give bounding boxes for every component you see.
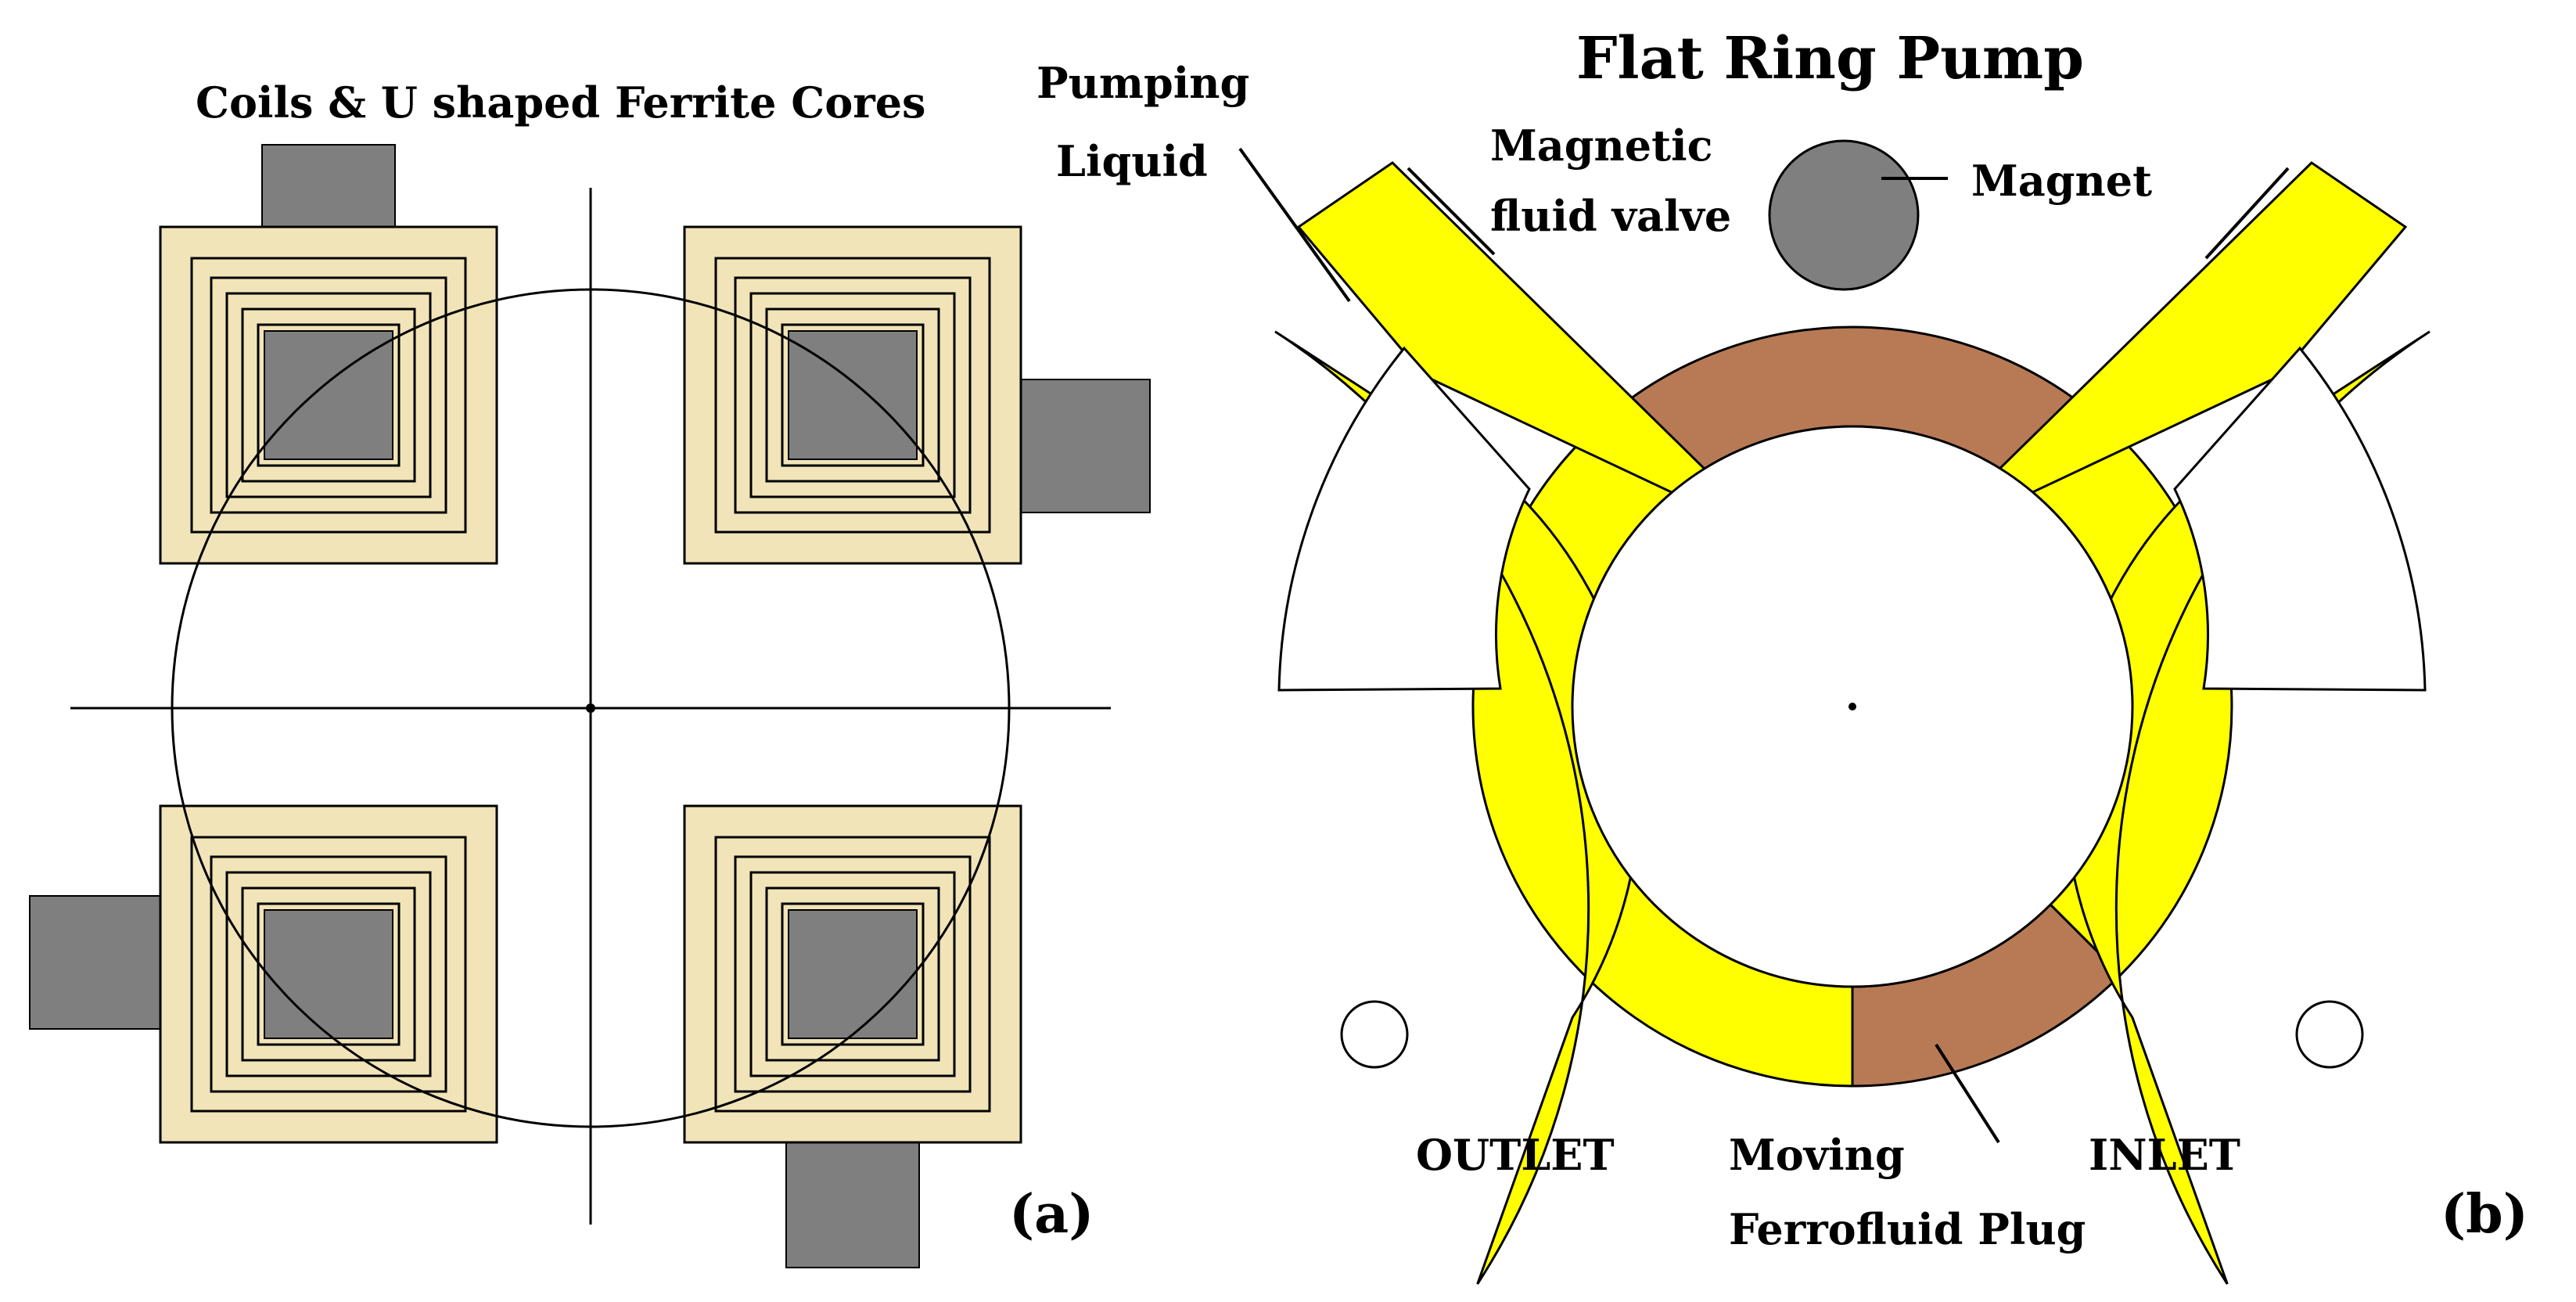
- coil-winding: [734, 276, 972, 514]
- plug-label-line1: Moving: [1729, 1130, 1905, 1180]
- panel-b-title: Flat Ring Pump: [1576, 25, 2084, 92]
- center-point: [586, 703, 595, 713]
- pumping-liquid-leader: [1238, 147, 1351, 303]
- coil-winding: [225, 871, 432, 1077]
- coil-winding: [714, 257, 991, 534]
- coil-winding: [257, 323, 401, 467]
- coil-winding: [765, 308, 940, 483]
- rotor-circle: [171, 288, 1011, 1128]
- coil-winding: [734, 855, 972, 1093]
- pumping-liquid-label-line1: Pumping: [1037, 58, 1249, 108]
- coil-winding: [749, 292, 956, 498]
- panel-a-coil-layout: Coils & U shaped Ferrite Cores (a): [29, 77, 1151, 1268]
- magnet-label: Magnet: [1971, 156, 2152, 206]
- right-arm-edge-line: [2204, 167, 2290, 260]
- coil-assembly: [683, 804, 1022, 1268]
- panel-a-title: Coils & U shaped Ferrite Cores: [196, 77, 925, 128]
- plug-label-line2: Ferrofluid Plug: [1729, 1204, 2086, 1254]
- magnet: [1768, 139, 1920, 291]
- coil-winding: [765, 887, 940, 1062]
- coil-winding: [190, 257, 467, 534]
- valve-label-line1: Magnetic: [1490, 120, 1712, 171]
- pump-center-point: [1848, 703, 1856, 710]
- coil-winding: [257, 902, 401, 1046]
- inlet-window: [2173, 346, 2427, 692]
- pumping-arm-right: [1989, 161, 2408, 502]
- plug-leader: [1935, 1043, 2000, 1144]
- outlet-port: [1340, 1000, 1409, 1069]
- coil-winding: [225, 292, 432, 498]
- inlet-label: INLET: [2089, 1130, 2240, 1180]
- valve-label-line2: fluid valve: [1490, 191, 1731, 241]
- pumping-arm-left: [1296, 161, 1716, 502]
- coil-winding: [210, 855, 447, 1093]
- outer-ferrite-core: [785, 1134, 920, 1268]
- panel-b-label: (b): [2441, 1183, 2528, 1246]
- outer-ferrite-core: [1020, 379, 1151, 513]
- coil-winding: [781, 902, 925, 1046]
- panel-b-flat-ring-pump: Flat Ring Pump Pumping Liquid Magnetic f…: [1037, 25, 2528, 1285]
- coil-winding: [714, 836, 991, 1113]
- coil-assembly: [29, 804, 498, 1144]
- panel-a-label: (a): [1009, 1183, 1094, 1246]
- coil-winding: [781, 323, 925, 467]
- outlet-window: [1277, 346, 1531, 692]
- inner-ferrite-core: [264, 909, 393, 1039]
- outer-ferrite-core: [29, 895, 163, 1030]
- coil-winding: [190, 836, 467, 1113]
- pump-layer: [1238, 139, 2430, 1285]
- pumping-liquid-label-line2: Liquid: [1056, 136, 1208, 186]
- coil-winding: [210, 276, 447, 514]
- inlet-port: [2295, 1000, 2364, 1069]
- coil-winding: [241, 308, 416, 483]
- valve-leader: [1407, 167, 1496, 256]
- coil-winding: [241, 887, 416, 1062]
- outlet-label: OUTLET: [1416, 1130, 1615, 1180]
- inner-ferrite-core: [788, 909, 918, 1039]
- coils-layer: [29, 144, 1151, 1268]
- coil-winding: [749, 871, 956, 1077]
- coil-assembly: [683, 225, 1151, 565]
- coil-assembly: [159, 144, 498, 565]
